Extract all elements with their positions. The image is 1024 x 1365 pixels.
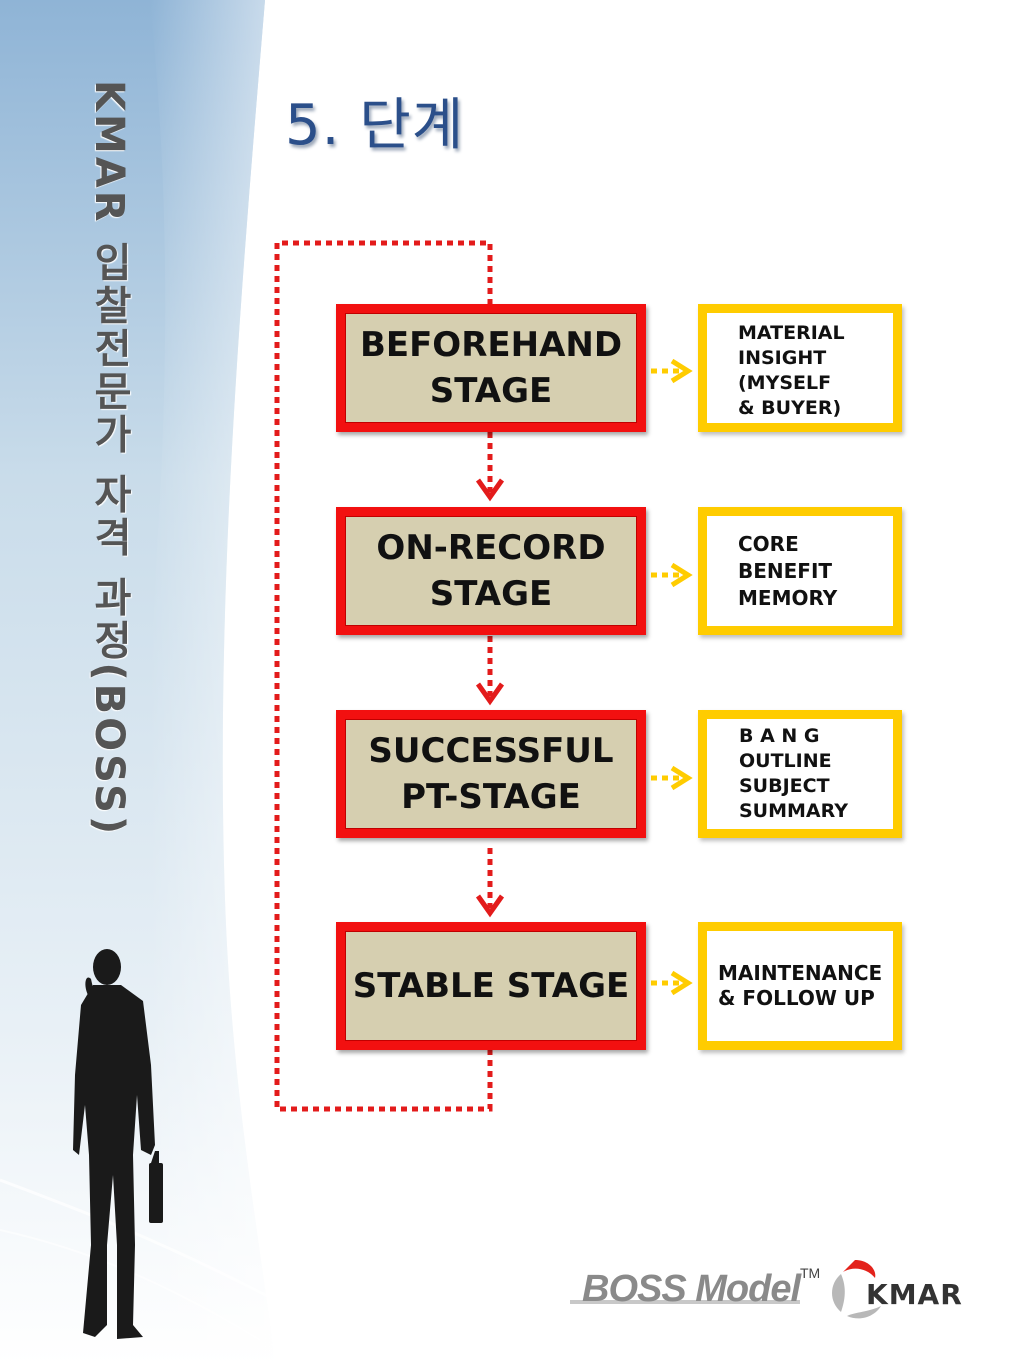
detail-box-successful: B A N G OUTLINE SUBJECT SUMMARY <box>698 710 902 838</box>
kmar-brand-logo: KMAR <box>866 1278 963 1311</box>
stage-box-beforehand: BEFOREHAND STAGE <box>336 304 646 432</box>
businessman-silhouette-icon <box>73 949 163 1339</box>
stage-box-successful: SUCCESSFUL PT-STAGE <box>336 710 646 838</box>
stage-box-on-record: ON-RECORD STAGE <box>336 507 646 635</box>
sidebar-background <box>0 0 275 1365</box>
feedback-loop-line <box>274 240 493 1112</box>
kmar-emblem-icon <box>832 1260 881 1319</box>
footer-logo-graphic <box>570 1260 881 1319</box>
trademark-symbol: TM <box>800 1265 821 1281</box>
flow-arrow-2-head <box>475 682 505 706</box>
flow-arrow-1-head <box>475 478 505 502</box>
detail-arrows <box>640 358 693 996</box>
detail-box-beforehand: MATERIAL INSIGHT (MYSELF & BUYER) <box>698 304 902 432</box>
stage-box-stable: STABLE STAGE <box>336 922 646 1050</box>
sidebar-title: KMAR 입찰전문가 자격 과정(BOSS) <box>86 80 132 838</box>
detail-box-stable: MAINTENANCE & FOLLOW UP <box>698 922 902 1050</box>
detail-box-on-record: CORE BENEFIT MEMORY <box>698 507 902 635</box>
page-title: 5. 단계 <box>285 93 465 158</box>
boss-model-logo: BOSS Model <box>582 1268 801 1310</box>
flow-arrows <box>475 432 505 918</box>
flow-arrow-3-head <box>475 894 505 918</box>
